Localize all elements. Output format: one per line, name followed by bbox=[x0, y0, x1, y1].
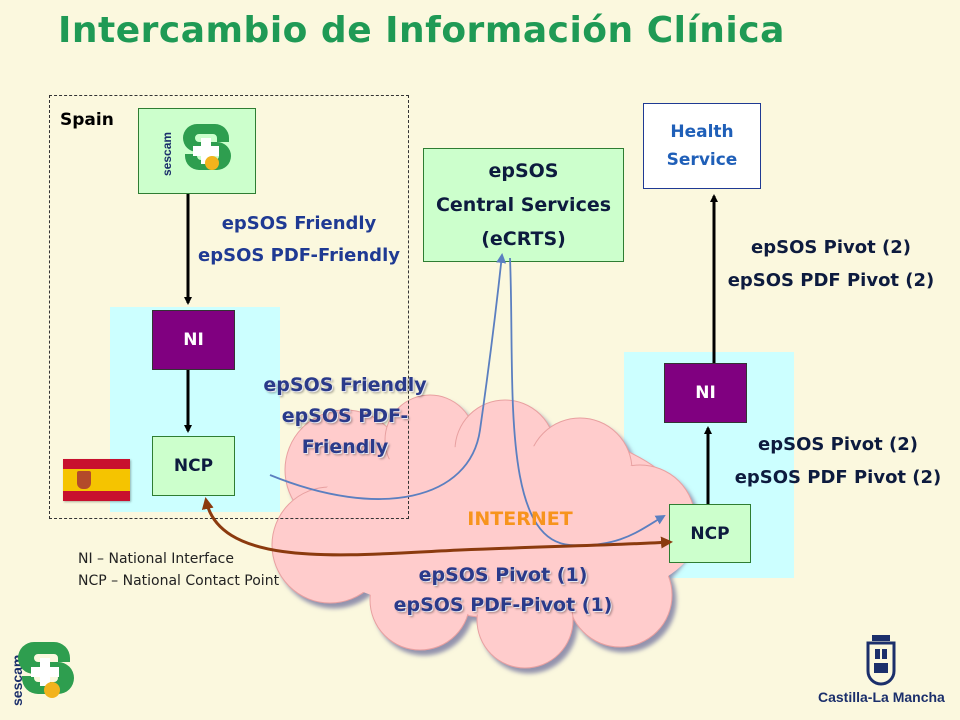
sescam-footer-text: sescam bbox=[9, 655, 25, 706]
label-ni-to-health-line2: epSOS PDF Pivot (2) bbox=[727, 270, 935, 291]
spain-label: Spain bbox=[60, 110, 114, 130]
sescam-logo-box: sescam bbox=[138, 108, 256, 194]
legend-ni: NI – National Interface bbox=[78, 551, 234, 567]
label-ncp-to-ni: epSOS Pivot (2) epSOS PDF Pivot (2) bbox=[722, 428, 954, 494]
remote-ncp-label: NCP bbox=[690, 523, 730, 544]
spain-ni-box: NI bbox=[152, 310, 235, 370]
label-ncp-to-central-line1: epSOS Friendly bbox=[263, 374, 427, 396]
remote-ni-box: NI bbox=[664, 363, 747, 423]
arrow-ncp-to-ncp bbox=[201, 497, 673, 557]
central-services-box: epSOS Central Services (eCRTS) bbox=[423, 148, 624, 262]
central-line3: (eCRTS) bbox=[481, 228, 566, 250]
central-line2: Central Services bbox=[435, 194, 612, 216]
legend-ncp: NCP – National Contact Point bbox=[78, 573, 280, 589]
label-ncp-to-central-line2: epSOS PDF- bbox=[281, 405, 409, 427]
label-ncp-to-central-line3: Friendly bbox=[301, 436, 389, 458]
sescam-footer-logo: sescam bbox=[8, 628, 78, 713]
legend: NI – National Interface NCP – National C… bbox=[78, 548, 279, 592]
label-sescam-to-ni-line1: epSOS Friendly bbox=[221, 213, 377, 234]
label-sescam-to-ni: epSOS Friendly epSOS PDF-Friendly bbox=[180, 208, 418, 272]
spain-ncp-label: NCP bbox=[173, 456, 214, 476]
central-line1: epSOS bbox=[488, 160, 559, 182]
label-ni-to-health: epSOS Pivot (2) epSOS PDF Pivot (2) bbox=[715, 231, 947, 297]
label-ni-to-health-line1: epSOS Pivot (2) bbox=[751, 237, 911, 258]
health-service-line2: Service bbox=[666, 150, 738, 170]
coat-of-arms-icon bbox=[866, 635, 896, 686]
spain-ncp-box: NCP bbox=[152, 436, 235, 496]
label-sescam-to-ni-line2: epSOS PDF-Friendly bbox=[198, 245, 400, 266]
health-service-line1: Health bbox=[670, 122, 734, 142]
castilla-la-mancha-logo: Castilla-La Mancha bbox=[818, 633, 945, 713]
arrow-central-to-remote-ncp bbox=[509, 257, 666, 547]
page-title: Intercambio de Información Clínica bbox=[58, 10, 785, 51]
label-ncp-to-ncp-line2: epSOS PDF-Pivot (1) bbox=[393, 594, 613, 616]
svg-text:sescam: sescam bbox=[160, 132, 174, 176]
castilla-la-mancha-text: Castilla-La Mancha bbox=[818, 689, 945, 705]
label-ncp-to-ncp-line1: epSOS Pivot (1) bbox=[418, 564, 588, 586]
label-ncp-to-ncp: epSOS Pivot (1) epSOS PDF-Pivot (1) bbox=[378, 560, 628, 620]
label-ncp-to-ni-line1: epSOS Pivot (2) bbox=[758, 434, 918, 455]
label-ncp-to-central: epSOS Friendly epSOS PDF- Friendly bbox=[250, 370, 440, 463]
sescam-logo: sescam bbox=[160, 124, 231, 176]
internet-label: INTERNET bbox=[467, 508, 573, 530]
label-ncp-to-ni-line2: epSOS PDF Pivot (2) bbox=[734, 467, 942, 488]
health-service-box: Health Service bbox=[643, 103, 761, 189]
spain-flag-icon bbox=[63, 459, 130, 501]
remote-ncp-box: NCP bbox=[669, 504, 751, 563]
